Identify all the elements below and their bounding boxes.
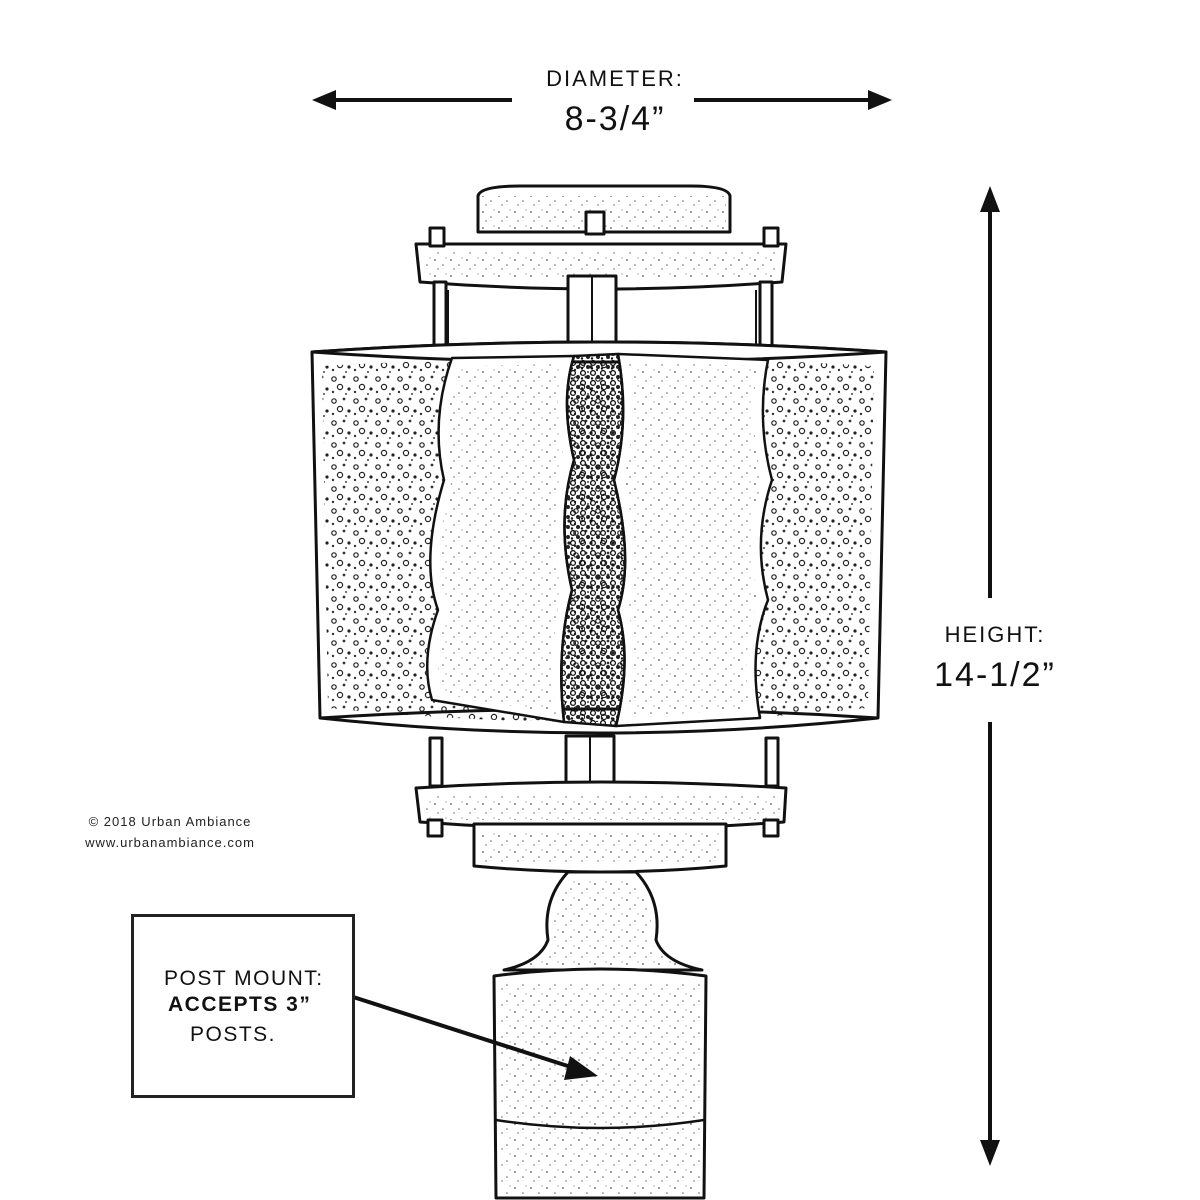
top-center-bolt — [584, 210, 606, 236]
copyright-text: © 2018 Urban Ambiance — [88, 814, 252, 829]
lower-right-bolt — [762, 818, 780, 838]
height-value: 14-1/2” — [934, 656, 1056, 694]
glass-seam-center — [560, 352, 627, 728]
lower-ring-speckle — [424, 794, 780, 820]
lantern — [310, 184, 888, 1200]
diameter-caption: DIAMETER: — [546, 66, 684, 91]
post-speckle — [500, 984, 700, 1194]
lower-left-bolt — [426, 818, 444, 838]
callout-line-3: POSTS. — [190, 1023, 277, 1046]
callout-line-2: ACCEPTS 3” — [168, 993, 312, 1016]
website-text: www.urbanambiance.com — [85, 835, 255, 850]
post-band — [495, 1118, 705, 1130]
height-arrow — [980, 186, 1000, 1166]
bell-neck-speckle — [520, 880, 688, 966]
diameter-value: 8-3/4” — [564, 100, 666, 138]
callout-arrow — [349, 994, 598, 1080]
glass-panel-right-speckle — [624, 362, 762, 716]
post-mount-callout-box: POST MOUNT: ACCEPTS 3” POSTS. — [131, 914, 355, 1098]
lower-strut-right — [764, 736, 780, 788]
lower-strut-left — [428, 736, 444, 788]
diameter-arrow — [312, 90, 892, 110]
callout-line-1: POST MOUNT: — [164, 967, 324, 990]
upper-left-bolt — [428, 226, 446, 248]
upper-strut-left — [432, 280, 448, 350]
upper-strut-right — [758, 280, 774, 350]
upper-right-bolt — [762, 226, 780, 248]
glass-panel-left-speckle — [438, 364, 564, 714]
collar-speckle — [480, 830, 720, 864]
height-caption: HEIGHT: — [944, 622, 1046, 647]
